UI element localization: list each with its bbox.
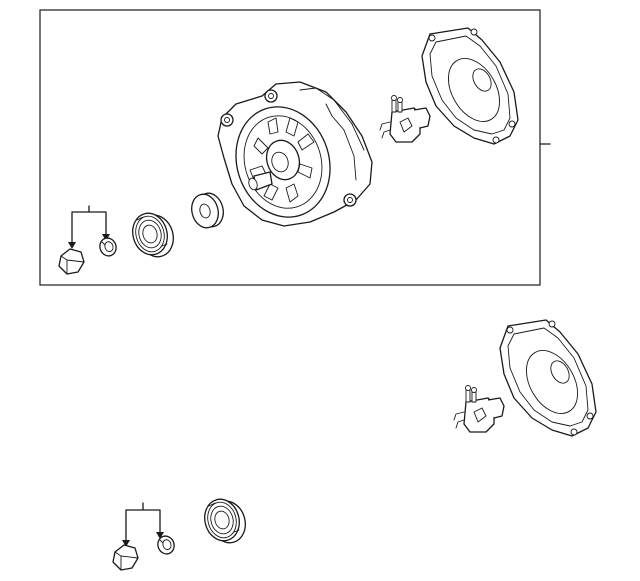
arrow-head-washer [102, 234, 110, 241]
pulley-loose [199, 494, 251, 548]
spacer-washer [191, 192, 224, 229]
arrow-head-washer-loose [156, 532, 164, 539]
arrow-head-nut-loose [122, 540, 130, 547]
rear-cover [421, 27, 519, 145]
nut [58, 248, 85, 275]
pulley [127, 208, 179, 262]
rear-cover-loose [499, 319, 597, 437]
cooling-vents [249, 117, 315, 203]
alternator [217, 81, 373, 227]
fastener-bracket-loose [122, 502, 164, 547]
fastener-bracket [68, 205, 110, 249]
voltage-regulator [379, 94, 431, 143]
arrow-head-nut [68, 242, 76, 249]
voltage-regulator-loose [453, 384, 505, 433]
assembly-frame [39, 9, 541, 286]
nut-loose [112, 544, 139, 571]
lock-washer [96, 235, 120, 259]
lock-washer-loose [154, 533, 178, 557]
